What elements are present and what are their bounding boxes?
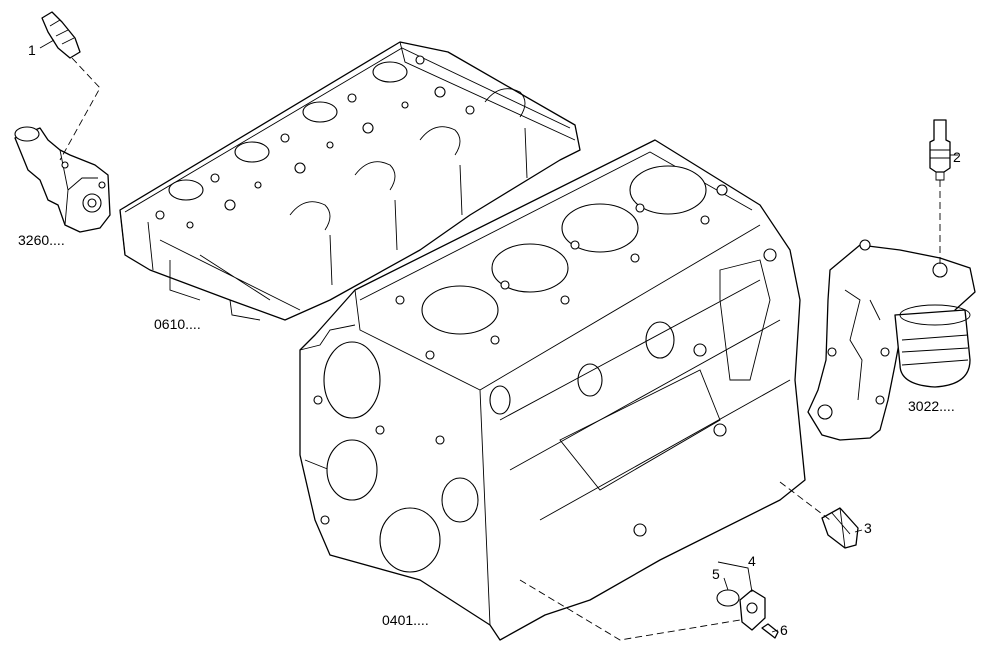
oil-pressure-sensor — [929, 119, 951, 181]
cover-plate-set — [716, 589, 779, 639]
drain-plug — [821, 507, 859, 549]
ref-crankcase: 0401.... — [382, 612, 429, 628]
screw — [761, 623, 779, 639]
callout-5: 5 — [712, 566, 720, 582]
oil-filter-assembly — [807, 239, 976, 441]
leader-lines — [39, 39, 958, 641]
cylinder-head — [119, 41, 581, 321]
ref-thermostat-housing: 3260.... — [18, 232, 65, 248]
callout-1: 1 — [28, 42, 36, 58]
temperature-sensor — [41, 11, 81, 59]
ref-cylinder-head: 0610.... — [154, 316, 201, 332]
callout-4: 4 — [748, 553, 756, 569]
callout-2: 2 — [953, 149, 961, 165]
seal-ring — [716, 589, 740, 607]
callout-3: 3 — [864, 520, 872, 536]
ref-oil-filter: 3022.... — [908, 398, 955, 414]
callout-6: 6 — [780, 622, 788, 638]
crankcase — [299, 139, 806, 641]
thermostat-housing — [14, 126, 111, 233]
